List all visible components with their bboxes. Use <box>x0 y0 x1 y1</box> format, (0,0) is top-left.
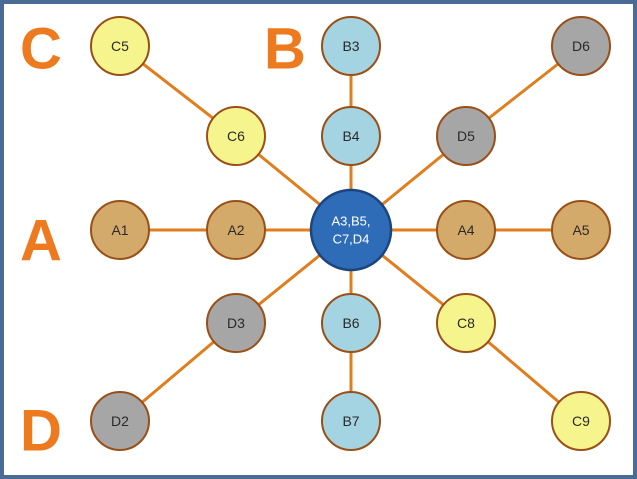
node-c8: C8 <box>436 293 496 353</box>
node-label: A1 <box>111 222 128 238</box>
node-circle <box>321 106 381 166</box>
node-circle <box>90 391 150 451</box>
node-label: B3 <box>342 38 359 54</box>
node-label: D2 <box>111 413 129 429</box>
node-d5: D5 <box>436 106 496 166</box>
node-circle <box>90 200 150 260</box>
node-b3: B3 <box>321 16 381 76</box>
node-label: D3 <box>227 315 245 331</box>
node-label: C5 <box>111 38 129 54</box>
node-circle <box>551 200 611 260</box>
node-circle <box>206 293 266 353</box>
node-circle <box>551 391 611 451</box>
node-circle <box>321 16 381 76</box>
hub-node: A3,B5, C7,D4 <box>309 188 393 272</box>
node-label: C8 <box>457 315 475 331</box>
hub-label-line2: C7,D4 <box>333 232 370 247</box>
node-c6: C6 <box>206 106 266 166</box>
node-circle <box>321 293 381 353</box>
node-b6: B6 <box>321 293 381 353</box>
node-circle <box>436 200 496 260</box>
group-letter-d: D <box>20 399 62 464</box>
node-label: C6 <box>227 128 245 144</box>
node-a1: A1 <box>90 200 150 260</box>
node-b4: B4 <box>321 106 381 166</box>
group-letter-b: B <box>264 17 306 82</box>
node-d6: D6 <box>551 16 611 76</box>
node-circle <box>90 16 150 76</box>
node-label: D5 <box>457 128 475 144</box>
node-label: B4 <box>342 128 359 144</box>
node-label: D6 <box>572 38 590 54</box>
node-circle <box>436 293 496 353</box>
node-label: A4 <box>457 222 474 238</box>
node-label: A5 <box>572 222 589 238</box>
node-c9: C9 <box>551 391 611 451</box>
node-label: C9 <box>572 413 590 429</box>
group-letter-a: A <box>20 209 62 274</box>
node-circle <box>436 106 496 166</box>
node-a2: A2 <box>206 200 266 260</box>
node-c5: C5 <box>90 16 150 76</box>
node-label: B6 <box>342 315 359 331</box>
node-label: A2 <box>227 222 244 238</box>
node-b7: B7 <box>321 391 381 451</box>
node-a4: A4 <box>436 200 496 260</box>
node-a5: A5 <box>551 200 611 260</box>
node-circle <box>206 200 266 260</box>
node-d3: D3 <box>206 293 266 353</box>
hub-label-line1: A3,B5, <box>331 214 370 229</box>
node-circle <box>321 391 381 451</box>
node-circle <box>551 16 611 76</box>
node-circle <box>206 106 266 166</box>
group-letter-c: C <box>20 17 62 82</box>
node-label: B7 <box>342 413 359 429</box>
node-d2: D2 <box>90 391 150 451</box>
